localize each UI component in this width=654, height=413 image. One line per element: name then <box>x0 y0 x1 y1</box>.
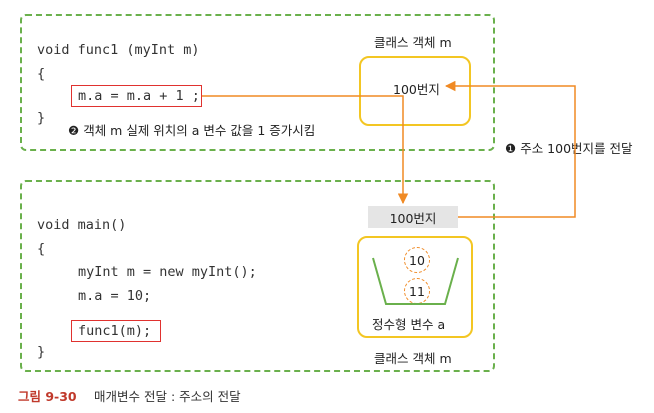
arrow-address-to-object <box>444 80 576 218</box>
main-close-brace: } <box>37 344 46 360</box>
main-object-label: 클래스 객체 m <box>374 351 452 366</box>
func1-object-box <box>359 56 471 126</box>
value-old-circle: 10 <box>404 247 430 273</box>
func1-statement: m.a = m.a + 1 ; <box>78 88 200 104</box>
func1-note-text: 객체 m 실제 위치의 a 변수 값을 1 증가시킴 <box>83 123 316 138</box>
value-old: 10 <box>409 252 425 268</box>
main-assign: m.a = 10; <box>78 288 152 304</box>
func1-object-label: 클래스 객체 m <box>374 35 452 50</box>
func1-region <box>20 14 495 151</box>
main-object-box <box>357 236 473 338</box>
figure-caption: 매개변수 전달 : 주소의 전달 <box>94 389 241 404</box>
arrow-statement-to-address <box>202 95 409 205</box>
main-new-object: myInt m = new myInt(); <box>78 264 257 280</box>
main-region <box>20 180 495 372</box>
func1-highlight-box <box>71 85 202 107</box>
main-address: 100번지 <box>389 210 437 226</box>
main-field-label: 정수형 변수 a <box>372 317 446 332</box>
func1-close-brace: } <box>37 110 46 126</box>
main-address-box: 100번지 <box>368 206 458 228</box>
step-1-marker: ❶ <box>505 141 517 156</box>
func1-signature: void func1 (myInt m) <box>37 42 200 58</box>
figure-number: 그림 9-30 <box>18 389 77 404</box>
func1-open-brace: { <box>37 66 46 82</box>
main-signature: void main() <box>37 217 127 233</box>
step-2-marker: ❷ <box>68 123 80 138</box>
value-new: 11 <box>409 283 425 299</box>
transfer-label: ❶ 주소 100번지를 전달 <box>505 138 633 157</box>
func1-note: ❷ 객체 m 실제 위치의 a 변수 값을 1 증가시킴 <box>68 120 315 139</box>
main-open-brace: { <box>37 241 46 257</box>
transfer-text: 주소 100번지를 전달 <box>520 141 633 156</box>
container-left-edge <box>372 257 459 305</box>
func1-object-address: 100번지 <box>393 82 440 97</box>
main-call: func1(m); <box>78 323 152 339</box>
main-highlight-box <box>71 320 161 342</box>
